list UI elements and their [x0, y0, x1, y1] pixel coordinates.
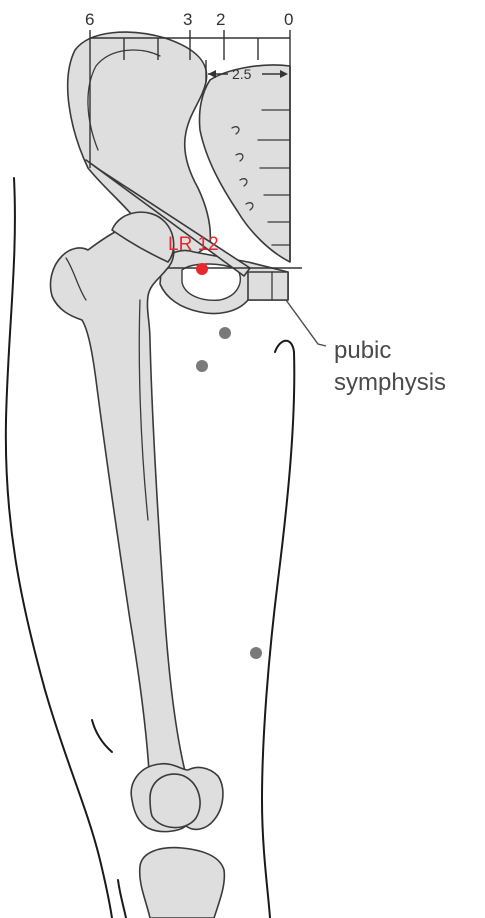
obturator-foramen: [182, 264, 240, 300]
gray-point-marker: [250, 647, 262, 659]
scale-label-2: 2: [216, 10, 225, 29]
callout-leader-line: [286, 300, 326, 346]
patella: [150, 774, 200, 828]
acupoint-marker: [196, 263, 208, 275]
gray-point-marker: [196, 360, 208, 372]
knee-inner-detail: [118, 880, 126, 918]
callout-label-line1: pubic: [334, 337, 391, 364]
pubic-symphysis-joint: [248, 272, 288, 300]
knee-outer-detail: [92, 720, 112, 752]
sacrum-bone: [199, 65, 290, 262]
tibia-top: [140, 848, 225, 918]
sub-measure-label: 2.5: [232, 66, 252, 82]
thigh-inner-outline: [262, 341, 294, 918]
callout-label-line2: symphysis: [334, 369, 446, 396]
gray-point-marker: [219, 327, 231, 339]
femur-bone: [50, 223, 190, 790]
sub-measure-arrow-left: [208, 70, 216, 78]
scale-label-3: 3: [183, 10, 192, 29]
acupoint-label: LR 12: [168, 234, 219, 255]
scale-label-0: 0: [284, 10, 293, 29]
scale-label-6: 6: [85, 10, 94, 29]
